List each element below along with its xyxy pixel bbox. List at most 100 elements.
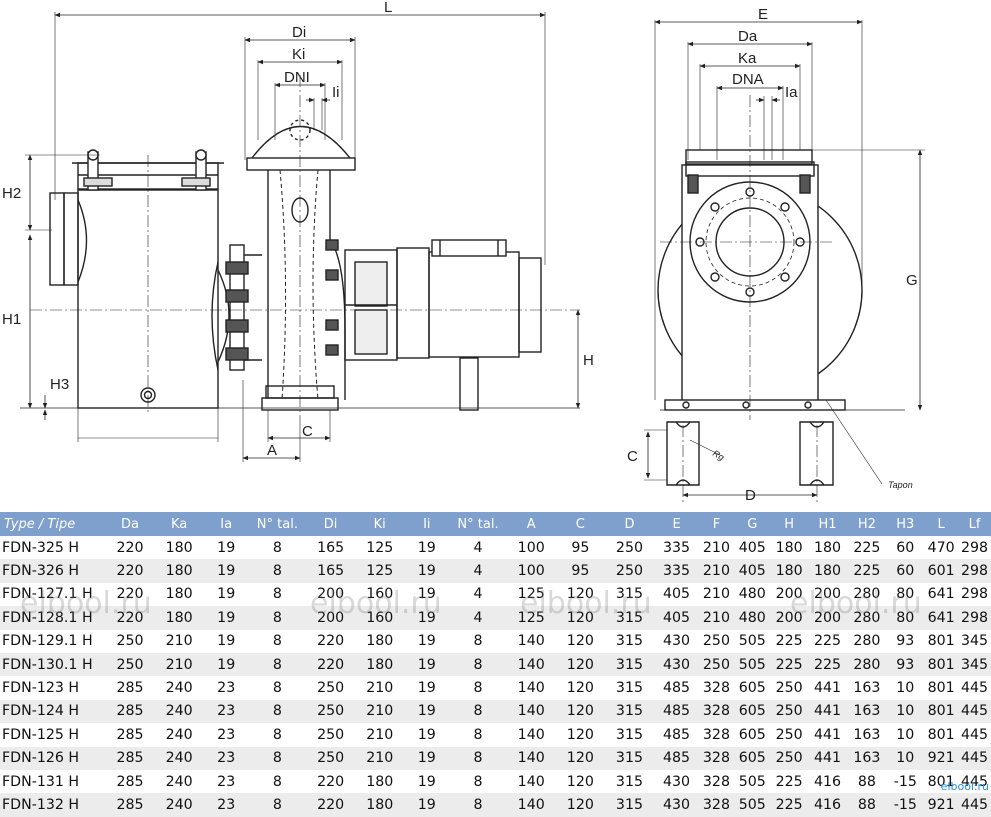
column-header: A — [506, 512, 556, 536]
model-name-cell: FDN-130.1 H — [0, 652, 106, 677]
table-cell: 200 — [306, 606, 356, 630]
table-cell: 120 — [566, 680, 594, 697]
table-cell: 605 — [738, 726, 766, 743]
site-mark: elbool.ru — [940, 780, 989, 793]
connecting-flange — [229, 244, 245, 371]
table-cell: 220 — [105, 559, 155, 583]
column-header: G — [733, 512, 771, 536]
table-cell: 200 — [775, 586, 803, 603]
table-cell: 430 — [663, 633, 691, 650]
column-header: Da — [105, 512, 155, 536]
table-cell: 140 — [517, 726, 545, 743]
table-cell: 163 — [853, 680, 881, 697]
table-cell: 120 — [566, 586, 594, 603]
table-cell: 10 — [896, 680, 915, 697]
table-cell: 250 — [604, 559, 655, 583]
table-cell: 10 — [896, 726, 915, 743]
table-cell: 801 — [924, 652, 959, 677]
table-cell: 8 — [449, 699, 507, 724]
dim-label-Da: Da — [738, 28, 758, 45]
table-cell: 19 — [203, 559, 249, 583]
table-cell: 120 — [555, 652, 605, 677]
table-cell: 8 — [272, 633, 282, 650]
table-cell: 100 — [517, 539, 545, 556]
table-cell: 163 — [853, 726, 881, 743]
column-header: Lf — [958, 512, 991, 536]
table-cell: 23 — [203, 699, 249, 724]
table-cell: 60 — [886, 559, 925, 583]
table-cell: 180 — [366, 773, 394, 790]
table-cell: 250 — [105, 652, 155, 677]
table-cell: 120 — [555, 699, 605, 724]
table-cell: 240 — [154, 793, 204, 817]
dim-label-L: L — [384, 0, 392, 16]
table-cell: 19 — [217, 539, 236, 556]
table-cell: 19 — [404, 606, 450, 630]
table-cell: 210 — [366, 680, 394, 697]
table-cell: 88 — [847, 793, 887, 817]
table-cell: 225 — [807, 652, 848, 677]
table-cell: 225 — [770, 793, 808, 817]
table-cell: 335 — [663, 539, 691, 556]
table-cell: 8 — [248, 606, 307, 630]
column-header: C — [555, 512, 605, 536]
table-cell: 220 — [306, 652, 356, 677]
table-cell: 8 — [473, 633, 483, 650]
table-cell: 801 — [927, 726, 955, 743]
table-cell: 80 — [886, 606, 925, 630]
table-cell: 280 — [853, 586, 881, 603]
table-cell: 345 — [960, 633, 989, 650]
table-cell: 180 — [770, 559, 808, 583]
table-cell: 88 — [857, 773, 876, 790]
table-cell: 8 — [449, 652, 507, 677]
table-cell: 416 — [807, 793, 848, 817]
table-cell: 19 — [417, 726, 436, 743]
table-cell: 280 — [847, 652, 887, 677]
discharge-flange — [246, 157, 356, 171]
table-cell: 445 — [960, 680, 989, 697]
table-cell: 210 — [366, 726, 394, 743]
table-cell: 445 — [960, 773, 989, 790]
table-cell: 250 — [317, 680, 345, 697]
model-name-cell: FDN-127.1 H — [2, 586, 93, 603]
column-header: H2 — [847, 512, 887, 536]
table-cell: 285 — [116, 726, 144, 743]
table-cell: 285 — [116, 773, 144, 790]
table-cell: 298 — [960, 586, 989, 603]
table-cell: 921 — [924, 746, 959, 770]
table-cell: 93 — [886, 652, 925, 677]
table-cell: 23 — [203, 746, 249, 770]
dim-label-A: A — [267, 442, 277, 459]
table-cell: 19 — [404, 746, 450, 770]
table-cell: 220 — [317, 633, 345, 650]
table-cell: 19 — [417, 680, 436, 697]
table-cell: 19 — [417, 586, 436, 603]
table-cell: 8 — [272, 539, 282, 556]
table-cell: 210 — [702, 586, 730, 603]
table-cell: 220 — [306, 793, 356, 817]
table-cell: 10 — [886, 699, 925, 724]
table-cell: 4 — [449, 606, 507, 630]
inlet-flange — [49, 192, 65, 286]
dim-label-DNI: DNI — [284, 69, 310, 86]
table-cell: 285 — [105, 699, 155, 724]
table-cell: 4 — [473, 539, 483, 556]
table-cell: 430 — [654, 652, 700, 677]
table-cell: 250 — [775, 680, 803, 697]
table-cell: 315 — [604, 652, 655, 677]
table-cell: 250 — [306, 699, 356, 724]
table-cell: 328 — [702, 726, 730, 743]
dim-label-D: D — [745, 487, 756, 504]
table-cell: 163 — [847, 699, 887, 724]
table-cell: 165 — [317, 539, 345, 556]
column-header: Di — [306, 512, 356, 536]
